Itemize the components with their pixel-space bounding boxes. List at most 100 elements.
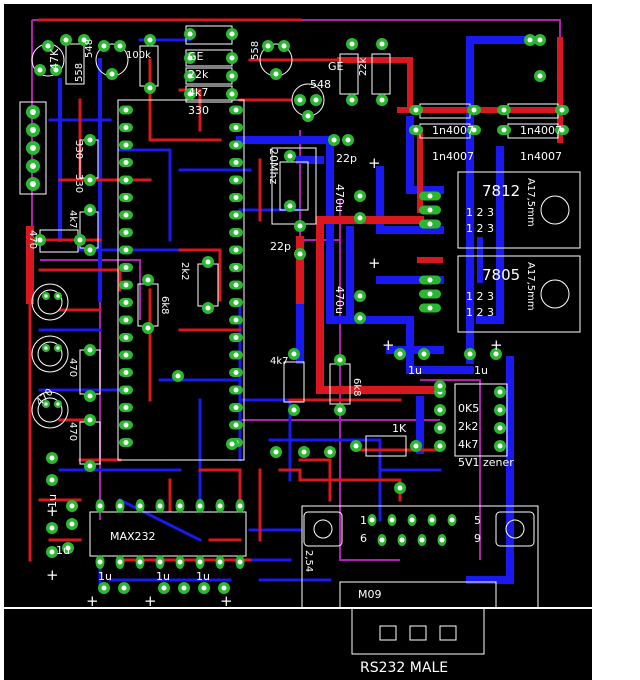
pad-hole <box>399 537 405 543</box>
pad-hole <box>97 503 103 509</box>
pad-hole <box>87 393 93 399</box>
pad-hole <box>56 294 60 298</box>
pad-hole <box>353 443 359 449</box>
pad-hole <box>117 503 123 509</box>
pad-hole <box>49 477 55 483</box>
connector-title: RS232 MALE <box>360 660 448 676</box>
pad-hole <box>237 503 243 509</box>
pad-hole <box>123 282 129 288</box>
pad-hole <box>427 291 433 297</box>
pad-hole <box>301 449 307 455</box>
pad-hole <box>123 317 129 323</box>
pad-hole <box>123 405 129 410</box>
pad-hole <box>63 37 69 43</box>
label-diode-4: 1n4007 <box>520 150 562 163</box>
pad-hole <box>439 537 445 543</box>
label-r-330-c: 330 <box>73 174 84 193</box>
label-r-330-b: 330 <box>73 140 84 159</box>
max232-outline <box>89 511 247 557</box>
label-c1u-d: 1u <box>56 544 70 557</box>
label-r-330-a: 330 <box>188 104 209 117</box>
label-r-0k5: 0K5 <box>458 402 479 415</box>
pad-hole <box>537 37 543 43</box>
pad-hole <box>205 305 211 311</box>
label-r-100k: 100k <box>126 50 151 61</box>
pad-hole <box>217 559 223 565</box>
pad-hole <box>145 277 151 283</box>
label-plus-f: + <box>46 566 59 584</box>
pad-hole <box>123 265 129 270</box>
label-plus-i: + <box>220 592 233 610</box>
pad-hole <box>265 43 271 49</box>
pad-hole <box>233 212 239 218</box>
label-r-1k: 1K <box>392 422 407 435</box>
label-c1u-a: 1u <box>408 364 422 377</box>
label-reg2-pins-alt: 1 2 3 <box>466 306 494 319</box>
label-pin-spacing: 2,54 <box>303 550 314 572</box>
label-plus-c: + <box>382 336 395 354</box>
pad-hole <box>337 357 343 363</box>
pad-hole <box>229 441 235 447</box>
top-copper-layer <box>26 18 563 562</box>
pad-hole <box>69 521 75 527</box>
pad-layer <box>26 28 569 594</box>
label-plus-b: + <box>368 254 381 272</box>
label-diode-3: 1n4007 <box>432 150 474 163</box>
pad-hole <box>56 346 60 350</box>
pad-hole <box>175 373 181 379</box>
pad-hole <box>187 73 193 79</box>
pad-hole <box>77 237 83 243</box>
pad-hole <box>205 259 211 265</box>
pad-hole <box>497 443 503 449</box>
label-reg-7812: 7812 <box>482 182 520 200</box>
pad-hole <box>217 503 223 509</box>
label-c470u-a: 470u <box>333 184 346 212</box>
pad-hole <box>297 97 303 103</box>
pad-hole <box>87 417 93 423</box>
pad-hole <box>221 585 227 591</box>
pad-hole <box>291 351 297 357</box>
pad-hole <box>197 503 203 509</box>
pad-hole <box>233 160 239 165</box>
pad-hole <box>437 407 443 413</box>
pad-hole <box>97 559 103 565</box>
pad-hole <box>471 107 477 113</box>
pad-hole <box>421 351 427 357</box>
pad-hole <box>233 335 239 340</box>
pad-hole <box>493 351 499 357</box>
label-plus-e: + <box>46 502 59 520</box>
label-c22p-a: 22p <box>336 152 357 165</box>
pad-hole <box>357 193 363 199</box>
pad-hole <box>287 203 293 209</box>
pad-hole <box>87 137 93 143</box>
pad-hole <box>69 503 75 509</box>
pad-hole <box>123 247 129 253</box>
pad-hole <box>397 351 403 357</box>
pad-hole <box>87 347 93 353</box>
label-c1u-e: 1u <box>98 570 112 583</box>
pad-hole <box>37 67 43 73</box>
label-diode-1: 1n4007 <box>432 124 474 137</box>
pad-hole <box>233 387 239 393</box>
microcontroller-outline <box>117 99 245 461</box>
db9-shell <box>351 607 485 655</box>
pad-hole <box>161 585 167 591</box>
pad-hole <box>45 43 51 49</box>
pad-hole <box>419 537 425 543</box>
pad-hole <box>233 247 239 253</box>
pad-hole <box>56 402 60 406</box>
pad-hole <box>233 317 239 323</box>
pad-hole <box>123 352 129 358</box>
pad-hole <box>233 370 239 375</box>
pad-hole <box>327 449 333 455</box>
pad-hole <box>559 107 565 113</box>
label-c1u-g: 1u <box>196 570 210 583</box>
label-ge-a: GE <box>188 50 204 63</box>
pad-hole <box>337 407 343 413</box>
pad-hole <box>123 125 129 130</box>
pad-hole <box>87 463 93 469</box>
pad-hole <box>357 293 363 299</box>
pad-hole <box>81 37 87 43</box>
connector-area-background <box>4 608 592 680</box>
pad-hole <box>427 207 433 213</box>
